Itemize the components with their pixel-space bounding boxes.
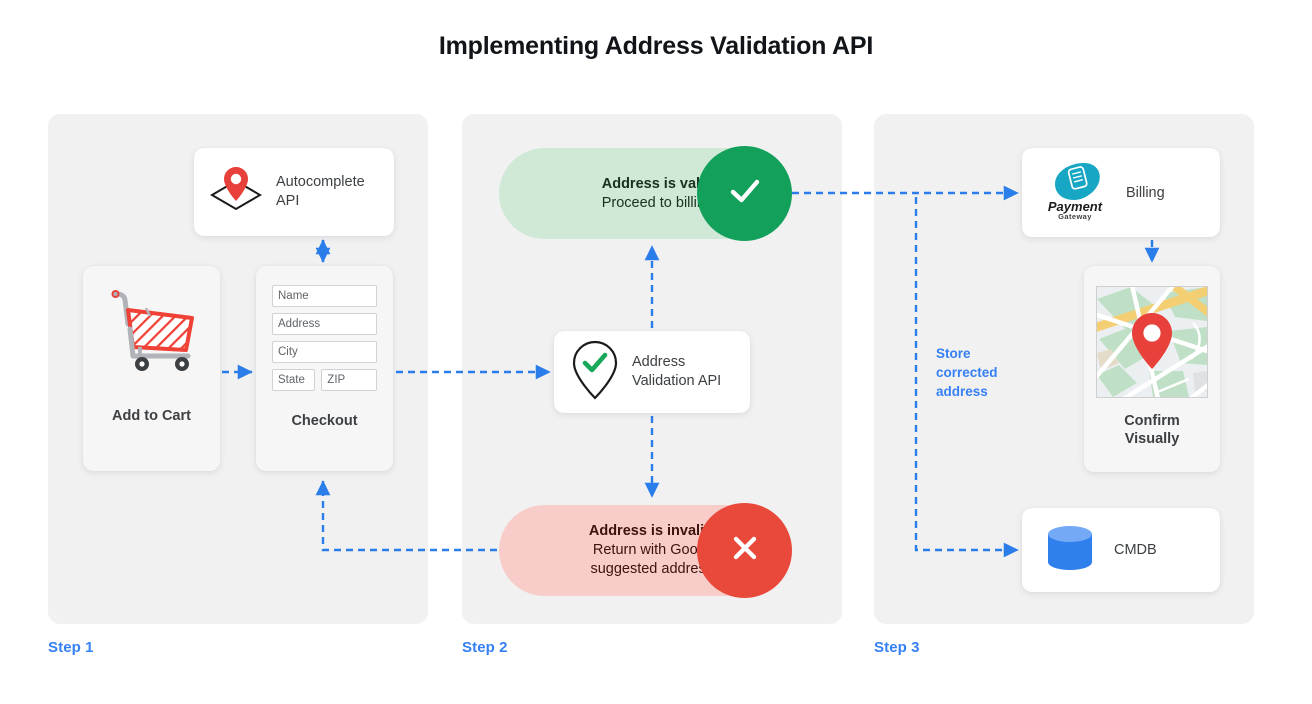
address-invalid-pill: Address is invalid. Return with Google s… [499, 503, 792, 598]
zip-field[interactable]: ZIP [321, 369, 377, 391]
address-invalid-subline-1: Return with Google [592, 542, 717, 559]
billing-label: Billing [1126, 184, 1165, 201]
confirm-visually-label: Confirm Visually [1124, 413, 1180, 448]
cmdb-card[interactable]: CMDB [1022, 508, 1220, 592]
address-invalid-headline: Address is invalid. [588, 523, 717, 540]
step-2-label: Step 2 [462, 639, 508, 656]
address-valid-text: Address is valid. Proceed to billing. [602, 175, 789, 213]
map-pin-diamond-icon [208, 165, 264, 220]
address-validation-api-card[interactable]: Address Validation API [554, 331, 750, 413]
page-title: Implementing Address Validation API [438, 32, 874, 60]
map-thumbnail-icon [1089, 277, 1215, 405]
store-corrected-address-note: Store corrected address [936, 346, 998, 400]
checkout-label: Checkout [291, 413, 358, 429]
address-validation-api-label: Address Validation API [632, 354, 722, 389]
invalid-status-badge [697, 503, 792, 598]
checkout-card[interactable]: Name Address City State ZIP Checkout [256, 266, 393, 471]
city-field[interactable]: City [272, 341, 377, 363]
state-field[interactable]: State [272, 369, 316, 391]
confirm-visually-card[interactable]: Confirm Visually [1084, 266, 1220, 472]
pin-check-icon [570, 339, 620, 406]
address-valid-headline: Address is valid. [601, 175, 717, 192]
valid-status-badge [697, 146, 792, 241]
address-invalid-subline-2: suggested address. [590, 560, 717, 577]
payment-gateway-icon: Payment Gateway [1038, 159, 1112, 226]
cmdb-label: CMDB [1114, 542, 1157, 558]
check-icon [722, 168, 768, 219]
autocomplete-api-label: Autocomplete API [276, 174, 365, 209]
name-field[interactable]: Name [272, 285, 377, 307]
autocomplete-api-card[interactable]: Autocomplete API [194, 148, 394, 236]
step-3-label: Step 3 [874, 639, 920, 656]
add-to-cart-label: Add to Cart [112, 408, 191, 424]
add-to-cart-card[interactable]: Add to Cart [83, 266, 220, 471]
address-valid-subline: Proceed to billing. [601, 194, 717, 211]
shopping-cart-icon [104, 284, 200, 381]
billing-card[interactable]: Payment Gateway Billing [1022, 148, 1220, 237]
checkout-form: Name Address City State ZIP [272, 285, 377, 391]
database-cylinder-icon [1044, 524, 1096, 577]
address-valid-pill: Address is valid. Proceed to billing. [499, 146, 792, 241]
state-zip-row: State ZIP [272, 369, 377, 391]
step-1-label: Step 1 [48, 639, 94, 656]
address-field[interactable]: Address [272, 313, 377, 335]
address-invalid-text: Address is invalid. Return with Google s… [589, 522, 789, 579]
svg-text:Gateway: Gateway [1058, 212, 1092, 221]
svg-text:Payment: Payment [1048, 199, 1103, 214]
close-icon [723, 526, 767, 575]
